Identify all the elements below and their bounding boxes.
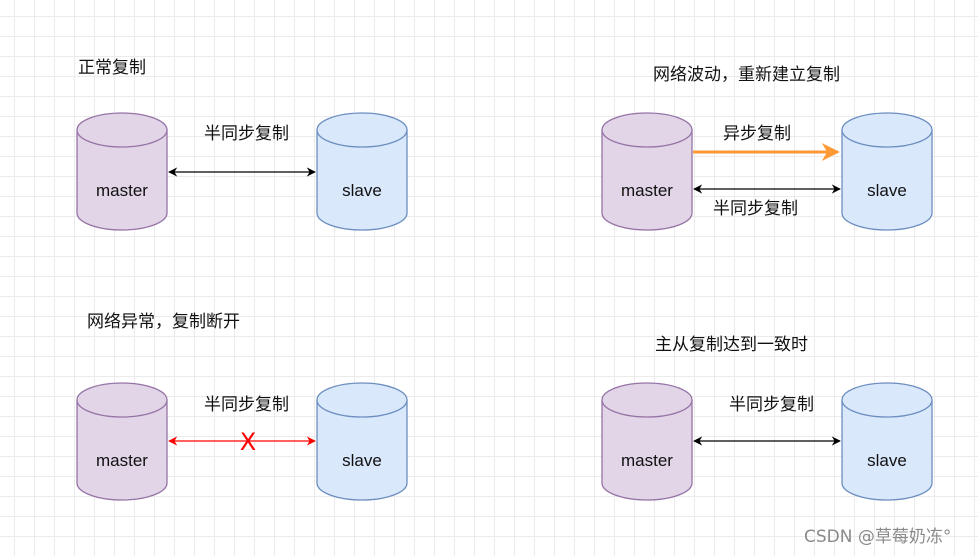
edge-label-semi-sync: 半同步复制 bbox=[713, 199, 798, 219]
slave-node: slave bbox=[316, 382, 408, 501]
edge-label-semi-sync: 半同步复制 bbox=[729, 395, 814, 415]
slave-node: slave bbox=[841, 382, 933, 501]
master-label: master bbox=[96, 181, 148, 200]
edge-label-semi-sync: 半同步复制 bbox=[204, 124, 289, 144]
slave-node: slave bbox=[316, 112, 408, 231]
slave-node: slave bbox=[841, 112, 933, 231]
master-node: master bbox=[76, 382, 168, 501]
watermark: CSDN @草莓奶冻° bbox=[804, 527, 951, 547]
master-node: master bbox=[76, 112, 168, 231]
master-label: master bbox=[621, 451, 673, 470]
panel-consistent-replication: 主从复制达到一致时 master slave 半同步复制 bbox=[601, 335, 933, 501]
panel-network-failure: 网络异常，复制断开 master slave 半同步复制 X bbox=[76, 312, 408, 501]
break-mark: X bbox=[240, 428, 256, 456]
slave-label: slave bbox=[867, 451, 907, 470]
panel-network-fluctuation: 网络波动，重新建立复制 master slave 异步复制 半同步复制 bbox=[601, 65, 933, 231]
slave-label: slave bbox=[342, 451, 382, 470]
panel-title: 网络异常，复制断开 bbox=[87, 312, 240, 332]
slave-label: slave bbox=[867, 181, 907, 200]
panel-normal-replication: 正常复制 master slave 半同步复制 bbox=[76, 58, 408, 231]
panel-title: 正常复制 bbox=[78, 58, 146, 78]
panel-title: 主从复制达到一致时 bbox=[655, 335, 808, 355]
panel-title: 网络波动，重新建立复制 bbox=[653, 65, 840, 85]
edge-label-async: 异步复制 bbox=[723, 124, 791, 144]
edge-label-semi-sync: 半同步复制 bbox=[204, 395, 289, 415]
master-node: master bbox=[601, 112, 693, 231]
slave-label: slave bbox=[342, 181, 382, 200]
master-label: master bbox=[621, 181, 673, 200]
master-label: master bbox=[96, 451, 148, 470]
master-node: master bbox=[601, 382, 693, 501]
